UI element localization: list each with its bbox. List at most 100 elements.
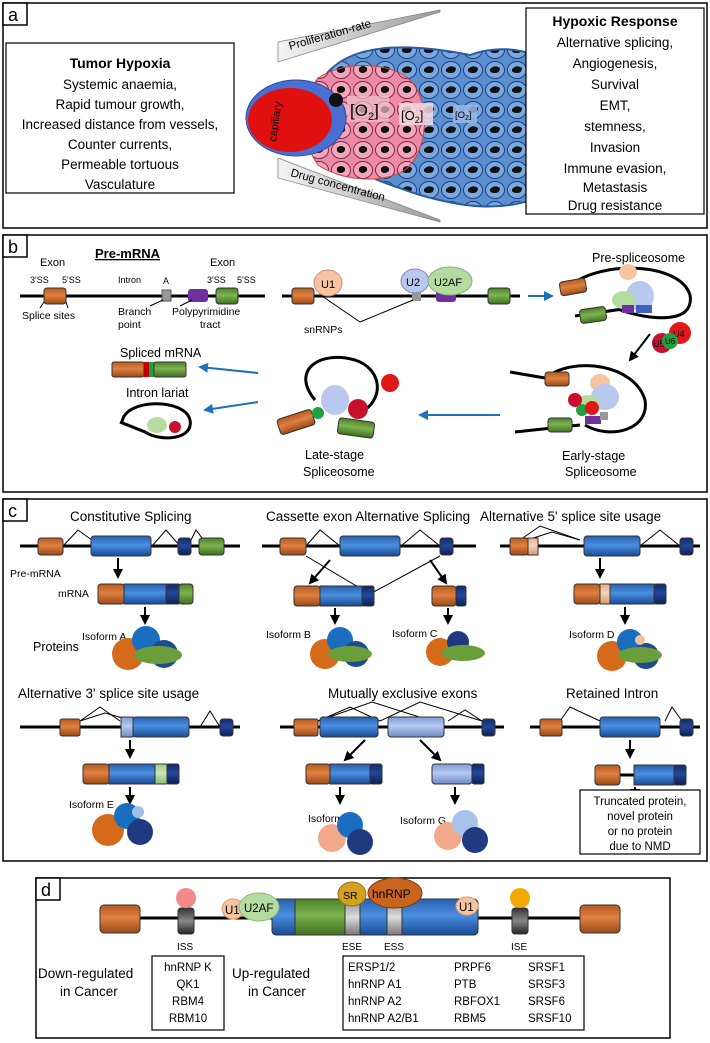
intron-label: Intron	[118, 275, 141, 285]
pre-mrna-label: Pre-mRNA	[10, 568, 61, 580]
tumor-hypoxia-line: Systemic anaemia,	[63, 77, 177, 92]
cassette-title: Cassette exon Alternative Splicing	[266, 509, 470, 524]
hypoxic-response-title: Hypoxic Response	[552, 13, 677, 29]
pre-spliceosome-label: Pre-spliceosome	[592, 251, 685, 265]
panel-b: b Pre-mRNA Exon Exon 3'SS 5'SS Intron 3'…	[2, 234, 708, 493]
late-spliceosome-label-2: Spliceosome	[303, 465, 375, 479]
iss-binding-protein	[176, 888, 196, 908]
down-list-item: RBM10	[169, 1013, 207, 1025]
iss-label: ISS	[177, 942, 193, 953]
protein-c	[426, 631, 485, 666]
panel-d: d U1 U2AF SR hnRNP U1 ISS ESE ESS ISE Do…	[35, 877, 671, 1039]
up-list-item: SRSF6	[528, 996, 565, 1008]
truncated-line: Truncated protein,	[594, 796, 687, 808]
ise-label: ISE	[511, 942, 527, 953]
u5-label: U5	[653, 339, 665, 349]
alt3-title: Alternative 3' splice site usage	[18, 686, 199, 701]
panel-c-frame	[2, 498, 708, 862]
isoform-a-label: Isoform A	[82, 631, 126, 643]
polypyrimidine-tract	[188, 289, 208, 302]
up-list-item: RBM5	[454, 1013, 486, 1025]
u2af	[427, 266, 473, 296]
panel-c: c Constitutive Splicing Pre-mRNA mRNA Is…	[2, 498, 708, 862]
snrnps-label: snRNPs	[304, 324, 343, 336]
panel-d-letter: d	[41, 880, 51, 900]
ss3-label: 3'SS	[30, 275, 49, 285]
isoform-b-label: Isoform B	[266, 629, 311, 641]
alt5-title: Alternative 5' splice site usage	[480, 509, 661, 524]
protein-e	[92, 803, 153, 846]
sr-label: SR	[343, 890, 358, 902]
branch-point-label-2: point	[118, 319, 141, 331]
u1-label: U1	[321, 279, 335, 291]
panel-a-letter: a	[8, 5, 19, 25]
isoform-d-label: Isoform D	[569, 629, 615, 641]
panel-d-frame	[35, 877, 671, 1039]
protein-a	[112, 626, 182, 670]
up-list-item: hnRNP A2	[348, 996, 402, 1008]
down-regulated-label: Down-regulated	[38, 966, 133, 981]
branch-a-label: A	[163, 276, 169, 286]
up-regulated-label-2: in Cancer	[248, 984, 306, 999]
ise-element	[511, 907, 529, 935]
mutex-title: Mutually exclusive exons	[328, 686, 478, 701]
pre-mrna-title: Pre-mRNA	[95, 246, 161, 261]
hypoxic-response-line: Alternative splicing,	[557, 35, 673, 50]
u1-label-d2: U1	[459, 902, 474, 914]
tumor-hypoxia-title: Tumor Hypoxia	[70, 55, 171, 71]
up-list-item: SRSF10	[528, 1013, 571, 1025]
ess-label: ESS	[384, 942, 404, 953]
ise-binding-protein	[510, 888, 530, 908]
truncated-line: or no protein	[608, 826, 673, 838]
u2af-label: U2AF	[434, 277, 462, 289]
branch-point	[161, 289, 172, 302]
hypoxic-response-line: Immune evasion,	[564, 161, 667, 176]
up-list-item: RBFOX1	[454, 996, 500, 1008]
exon-label-left: Exon	[40, 257, 65, 269]
truncated-box	[579, 789, 701, 855]
hypoxic-response-line: stemness,	[584, 119, 646, 134]
panel-b-frame	[2, 234, 708, 493]
protein-b	[310, 627, 372, 669]
o2-high-label: [O2]	[350, 101, 379, 123]
u4-label: U4	[673, 329, 685, 339]
up-list-item: PRPF6	[454, 962, 491, 974]
up-list-item: ERSP1/2	[348, 962, 395, 974]
constitutive-title: Constitutive Splicing	[70, 509, 192, 524]
isoform-g-label: Isoform G	[400, 815, 446, 827]
exon-right	[579, 904, 621, 934]
down-list-item: RBM4	[172, 996, 205, 1008]
up-list-item: SRSF3	[528, 979, 565, 991]
up-list-item: SRSF1	[528, 962, 565, 974]
down-list-item: hnRNP K	[164, 962, 212, 974]
tumor-hypoxia-line: Counter currents,	[68, 137, 172, 152]
ss3-label-2: 3'SS	[207, 275, 226, 285]
isoform-e-label: Isoform E	[69, 799, 114, 811]
down-list-item: QK1	[176, 979, 199, 991]
down-regulated-label-2: in Cancer	[60, 984, 118, 999]
branch-point-label: Branch	[118, 306, 151, 318]
down-list-box	[151, 955, 225, 1031]
proteins-label: Proteins	[33, 640, 79, 654]
u2af-label-d: U2AF	[244, 903, 273, 915]
capillary	[248, 88, 332, 152]
panel-c-letter: c	[8, 501, 17, 521]
o2-low-label: [O2]	[455, 110, 472, 122]
panel-a-frame	[2, 2, 708, 229]
protein-d	[597, 629, 662, 671]
hypoxic-response-box	[525, 7, 705, 215]
protein-f	[318, 812, 373, 855]
up-list-item: hnRNP A1	[348, 979, 402, 991]
tumor-hypoxia-line: Vasculature	[85, 177, 155, 192]
intron-lariat-label: Intron lariat	[126, 386, 189, 400]
retained-title: Retained Intron	[566, 686, 658, 701]
up-list-item: PTB	[454, 979, 477, 991]
tumor-hypoxia-line: Rapid tumour growth,	[55, 97, 184, 112]
polypyrimidine-label-2: tract	[200, 319, 221, 331]
late-spliceosome-label: Late-stage	[305, 448, 364, 462]
protein-g	[434, 810, 488, 853]
exon-2	[215, 287, 239, 305]
u6-label: U6	[665, 337, 676, 346]
spliced-mrna-label: Spliced mRNA	[120, 346, 202, 360]
